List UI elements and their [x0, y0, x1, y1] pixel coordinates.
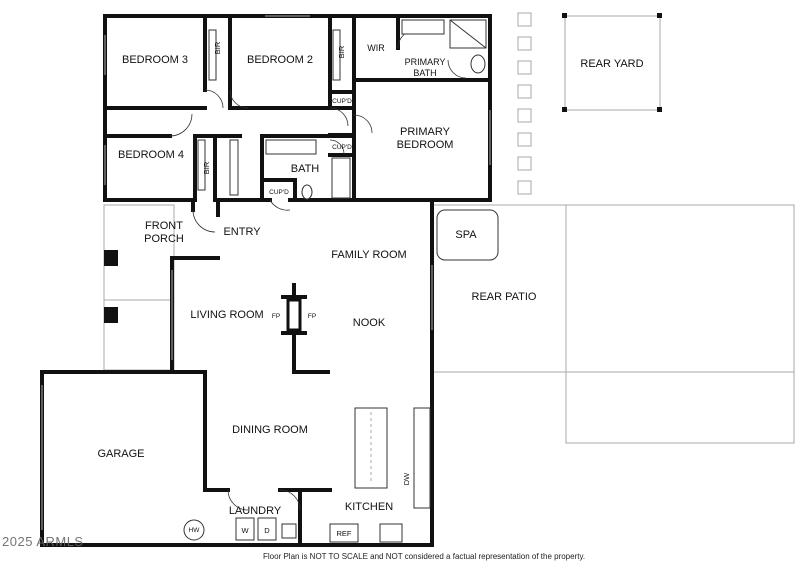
- fp-label: FP: [272, 313, 280, 320]
- dryer-label: D: [264, 526, 270, 535]
- hw-label: HW: [189, 527, 201, 534]
- rear-patio-outline: [431, 204, 795, 444]
- nook-label: NOOK: [353, 317, 386, 329]
- entry-label: ENTRY: [223, 226, 261, 238]
- laundry-label: LAUNDRY: [229, 505, 282, 517]
- primary-bath-label-2: BATH: [413, 68, 436, 78]
- rear-yard-label: REAR YARD: [580, 58, 643, 70]
- bir-label: BIR: [337, 45, 346, 58]
- fireplace: [286, 298, 302, 332]
- watermark: 2025 ARMLS: [2, 534, 84, 549]
- wir-label: WIR: [367, 43, 385, 53]
- front-porch-label-1: FRONT: [145, 220, 183, 232]
- spa-shape: [436, 209, 499, 261]
- washer-label: W: [241, 526, 249, 535]
- rear-patio-label: REAR PATIO: [472, 291, 537, 303]
- garage-label: GARAGE: [97, 448, 144, 460]
- bath-fixtures: [265, 19, 487, 200]
- kitchen-label: KITCHEN: [345, 501, 393, 513]
- bir-label: BIR: [213, 41, 222, 54]
- fp-label: FP: [308, 313, 316, 320]
- paver-squares: [517, 12, 532, 195]
- dw-label: DW: [402, 472, 411, 485]
- bir-label: BIR: [202, 161, 211, 174]
- bedroom2-label: BEDROOM 2: [247, 54, 313, 66]
- living-room-label: LIVING ROOM: [190, 309, 263, 321]
- disclaimer: Floor Plan is NOT TO SCALE and NOT consi…: [263, 552, 586, 561]
- spa-label: SPA: [455, 229, 477, 241]
- door-swings: [169, 29, 467, 511]
- porch-column: [104, 250, 118, 266]
- cupd-label: CUP'D: [332, 98, 352, 105]
- primary-bath-label-1: PRIMARY: [405, 57, 446, 67]
- bedroom4-label: BEDROOM 4: [118, 149, 184, 161]
- rear-yard-outline: [562, 13, 662, 112]
- bedroom3-label: BEDROOM 3: [122, 54, 188, 66]
- cupd-label: CUP'D: [269, 189, 289, 196]
- bath-label: BATH: [291, 163, 320, 175]
- primary-bedroom-label-2: BEDROOM: [397, 139, 454, 151]
- front-porch-label-2: PORCH: [144, 233, 184, 245]
- porch-column: [104, 307, 118, 323]
- primary-bedroom-label-1: PRIMARY: [400, 126, 451, 138]
- closets: [197, 29, 341, 196]
- family-room-label: FAMILY ROOM: [331, 249, 406, 261]
- ref-label: REF: [337, 529, 352, 538]
- windows: [41, 15, 491, 530]
- cupd-label: CUP'D: [332, 144, 352, 151]
- dining-room-label: DINING ROOM: [232, 424, 308, 436]
- kitchen-fixtures: [183, 407, 431, 543]
